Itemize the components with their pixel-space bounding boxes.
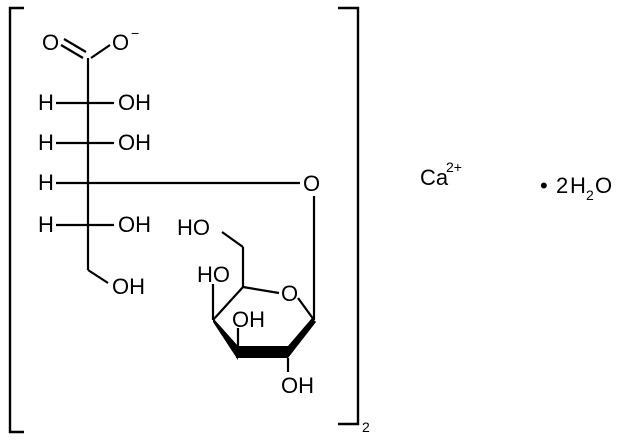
hydrate-dot: • bbox=[540, 173, 548, 198]
carboxylate-single-bond bbox=[90, 44, 111, 59]
ring-o-label: O bbox=[281, 281, 298, 306]
chain-terminal-oh: OH bbox=[112, 274, 145, 299]
ring-bond-c5-o bbox=[242, 285, 280, 295]
carboxylate-o-label: O bbox=[112, 30, 129, 55]
c2-oh-label: OH bbox=[281, 373, 314, 398]
carbonyl-bond-1 bbox=[60, 44, 84, 59]
calcium-symbol: Ca bbox=[420, 165, 449, 190]
ring-bond-c5-c4 bbox=[212, 286, 244, 321]
hydrate-h-subscript: 2 bbox=[586, 187, 594, 203]
c3-oh-label: OH bbox=[232, 307, 265, 332]
chain-h-1: H bbox=[38, 90, 54, 115]
carboxyl-o-label: O bbox=[42, 30, 59, 55]
chain-h-3: H bbox=[38, 170, 54, 195]
ring-bond-c3-c2-bold bbox=[236, 346, 288, 358]
left-bracket bbox=[8, 6, 24, 434]
carboxylate-charge: − bbox=[131, 25, 139, 41]
chain-c6-bond bbox=[87, 269, 109, 284]
ring-bond-c4-c3-wedge bbox=[213, 318, 238, 360]
ch2oh-label: HO bbox=[177, 215, 210, 240]
ring-bond-c2-c1-wedge bbox=[288, 318, 316, 358]
ring-bond-o-c1 bbox=[297, 297, 315, 321]
c4-oh-label: HO bbox=[197, 262, 230, 287]
hydrate-o: O bbox=[595, 173, 612, 198]
ch2-oh-bond bbox=[221, 231, 244, 248]
chain-h-2: H bbox=[38, 130, 54, 155]
calcium-charge: 2+ bbox=[446, 159, 462, 175]
carbonyl-bond-2 bbox=[63, 38, 87, 53]
right-bracket bbox=[338, 6, 360, 426]
hydrate-coefficient: 2 bbox=[556, 173, 568, 198]
chain-oh-2: OH bbox=[118, 130, 151, 155]
hydrate-h: H bbox=[570, 173, 586, 198]
bracket-subscript: 2 bbox=[362, 419, 370, 435]
chain-h-4: H bbox=[38, 212, 54, 237]
chain-oh-4: OH bbox=[118, 212, 151, 237]
chain-oh-1: OH bbox=[118, 90, 151, 115]
glycosidic-o-label: O bbox=[303, 171, 320, 196]
